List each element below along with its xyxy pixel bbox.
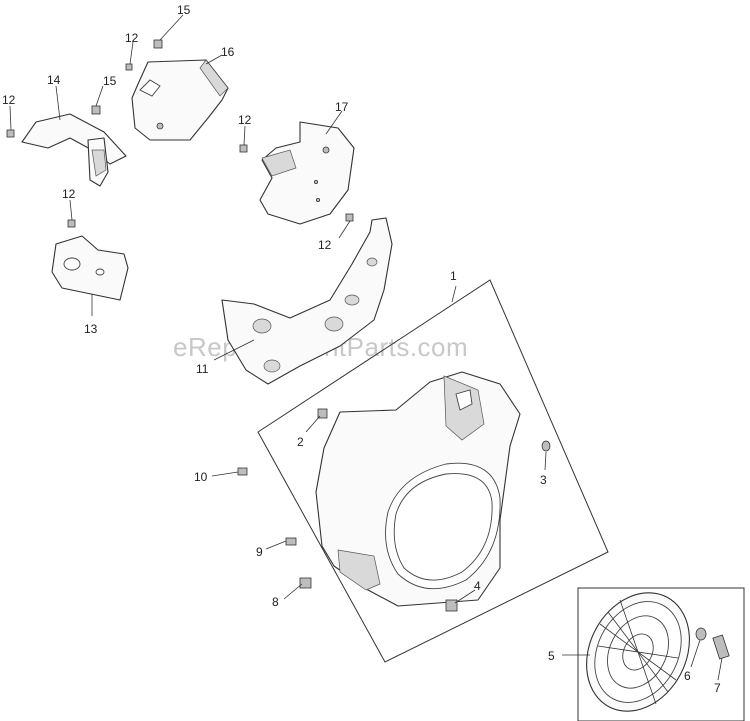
callout-1: 1 [450,269,457,283]
hardware-screws [6,39,730,660]
part-13-bracket [51,235,129,301]
callout-11: 11 [196,362,209,376]
callout-labels: 15 12 16 14 15 12 17 12 12 12 13 1 11 2 … [2,3,721,695]
part-11-baffle [221,217,393,385]
kit-frame-5 [577,587,745,721]
callout-13: 13 [84,322,98,336]
callout-4: 4 [474,579,481,593]
callout-12b: 12 [2,93,16,107]
callout-15b: 15 [103,74,117,88]
callout-9: 9 [256,545,263,559]
callout-17: 17 [335,100,349,114]
callout-14: 14 [47,73,61,87]
leader-lines [9,14,723,681]
callout-2: 2 [297,435,304,449]
kit-frame-1 [257,279,609,663]
callout-12c: 12 [238,113,252,127]
callout-6: 6 [684,669,691,683]
callout-12d: 12 [318,238,332,252]
callout-8: 8 [272,595,279,609]
part-17-shroud [259,121,355,225]
part-1-blower-housing [315,371,521,607]
callout-3: 3 [540,473,547,487]
part-14-bracket [21,113,127,187]
callout-7: 7 [714,681,721,695]
part-5-grille [586,592,690,712]
callout-15a: 15 [177,3,191,17]
part-16-shroud [131,59,229,141]
callout-10: 10 [194,470,208,484]
callout-12a: 12 [125,31,139,45]
callout-12e: 12 [62,187,76,201]
callout-5: 5 [548,649,555,663]
callout-16: 16 [221,45,235,59]
